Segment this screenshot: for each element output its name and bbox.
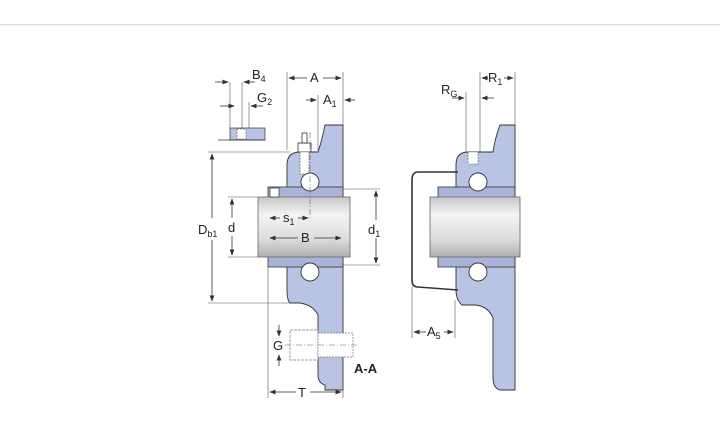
label-G2: G2 bbox=[257, 90, 272, 107]
shaft bbox=[257, 196, 351, 258]
label-R1: R1 bbox=[488, 70, 502, 87]
label-B4: B4 bbox=[252, 67, 266, 84]
groove-detail bbox=[218, 127, 266, 141]
label-G: G bbox=[273, 338, 283, 353]
shaft-right bbox=[429, 196, 521, 258]
section-label: A-A bbox=[354, 361, 378, 376]
set-screw-icon bbox=[269, 187, 280, 198]
dimension-lines-left bbox=[208, 72, 380, 398]
grease-nipple-icon bbox=[297, 132, 312, 175]
ball-bottom bbox=[300, 262, 320, 282]
label-A: A bbox=[310, 70, 319, 85]
label-A5: A5 bbox=[427, 324, 441, 341]
ball-top-right bbox=[468, 172, 488, 192]
grease-hole-icon bbox=[467, 151, 479, 165]
section-view-right bbox=[411, 124, 521, 391]
label-d1: d1 bbox=[368, 222, 380, 239]
label-s1: s1 bbox=[283, 210, 295, 227]
label-B: B bbox=[301, 230, 310, 245]
ball-bottom-right bbox=[468, 262, 488, 282]
end-cover bbox=[411, 171, 459, 291]
label-d: d bbox=[228, 220, 235, 235]
label-Db1: Db1 bbox=[198, 222, 217, 239]
section-view-left bbox=[218, 124, 358, 391]
label-T: T bbox=[298, 385, 306, 400]
label-A1: A1 bbox=[323, 92, 337, 109]
top-bar bbox=[0, 0, 720, 25]
dimension-lines-right bbox=[411, 72, 516, 338]
bolt-icon bbox=[285, 329, 358, 361]
label-RG: RG bbox=[441, 82, 457, 99]
